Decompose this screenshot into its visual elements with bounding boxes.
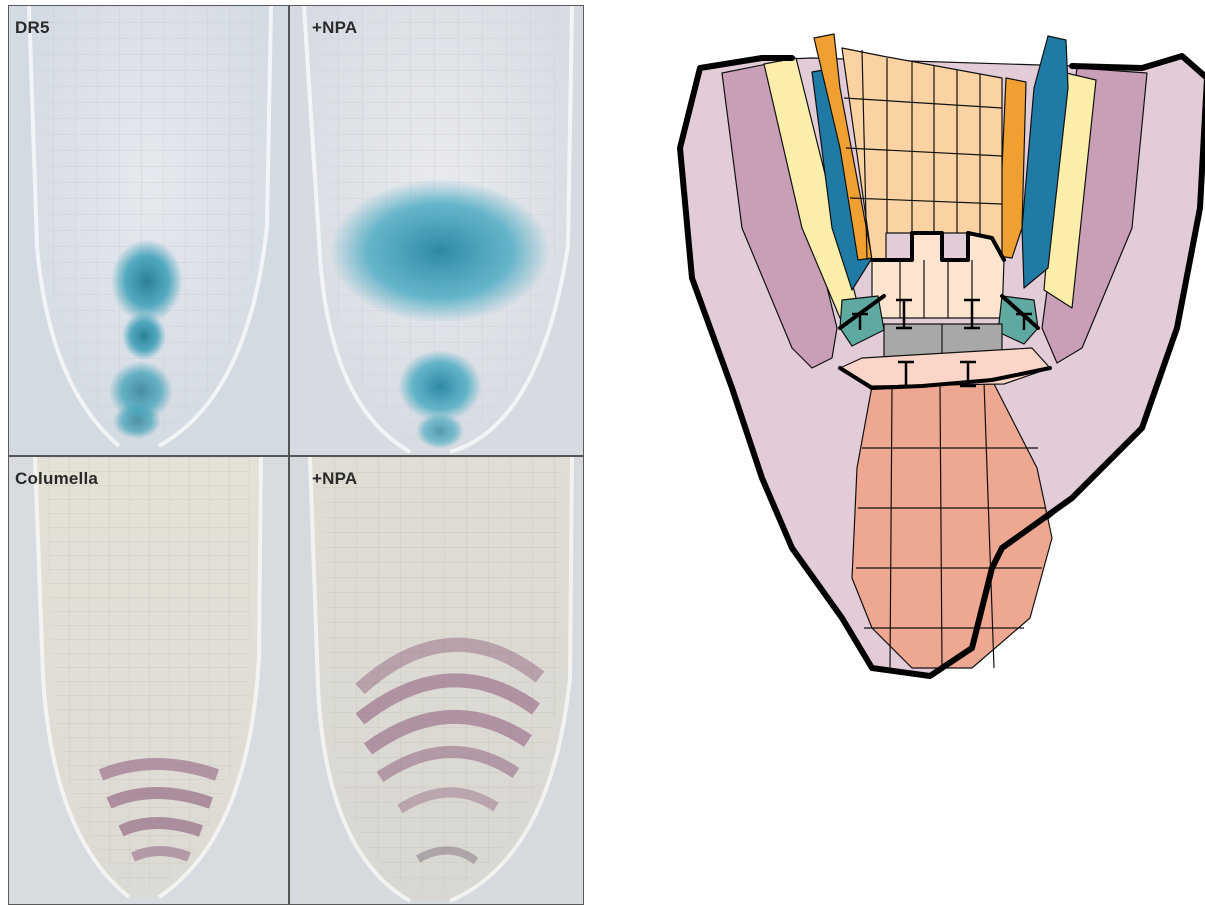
panel-label-dr5-npa: +NPA bbox=[312, 18, 357, 38]
micrograph-panel-grid: DR5 +NPA bbox=[8, 5, 584, 905]
panel-label-dr5: DR5 bbox=[15, 18, 50, 38]
panel-dr5-npa: +NPA bbox=[290, 6, 583, 455]
dr5-npa-root-micrograph bbox=[290, 6, 583, 455]
columella-root-micrograph bbox=[9, 457, 288, 904]
panel-dr5: DR5 bbox=[9, 6, 288, 455]
panel-label-columella: Columella bbox=[15, 469, 98, 489]
panel-columella-npa: +NPA bbox=[290, 457, 583, 904]
panel-label-columella-npa: +NPA bbox=[312, 469, 357, 489]
columella-npa-root-micrograph bbox=[290, 457, 583, 904]
dr5-root-micrograph bbox=[9, 6, 288, 455]
root-tip-schematic bbox=[672, 28, 1205, 688]
panel-columella: Columella bbox=[9, 457, 288, 904]
